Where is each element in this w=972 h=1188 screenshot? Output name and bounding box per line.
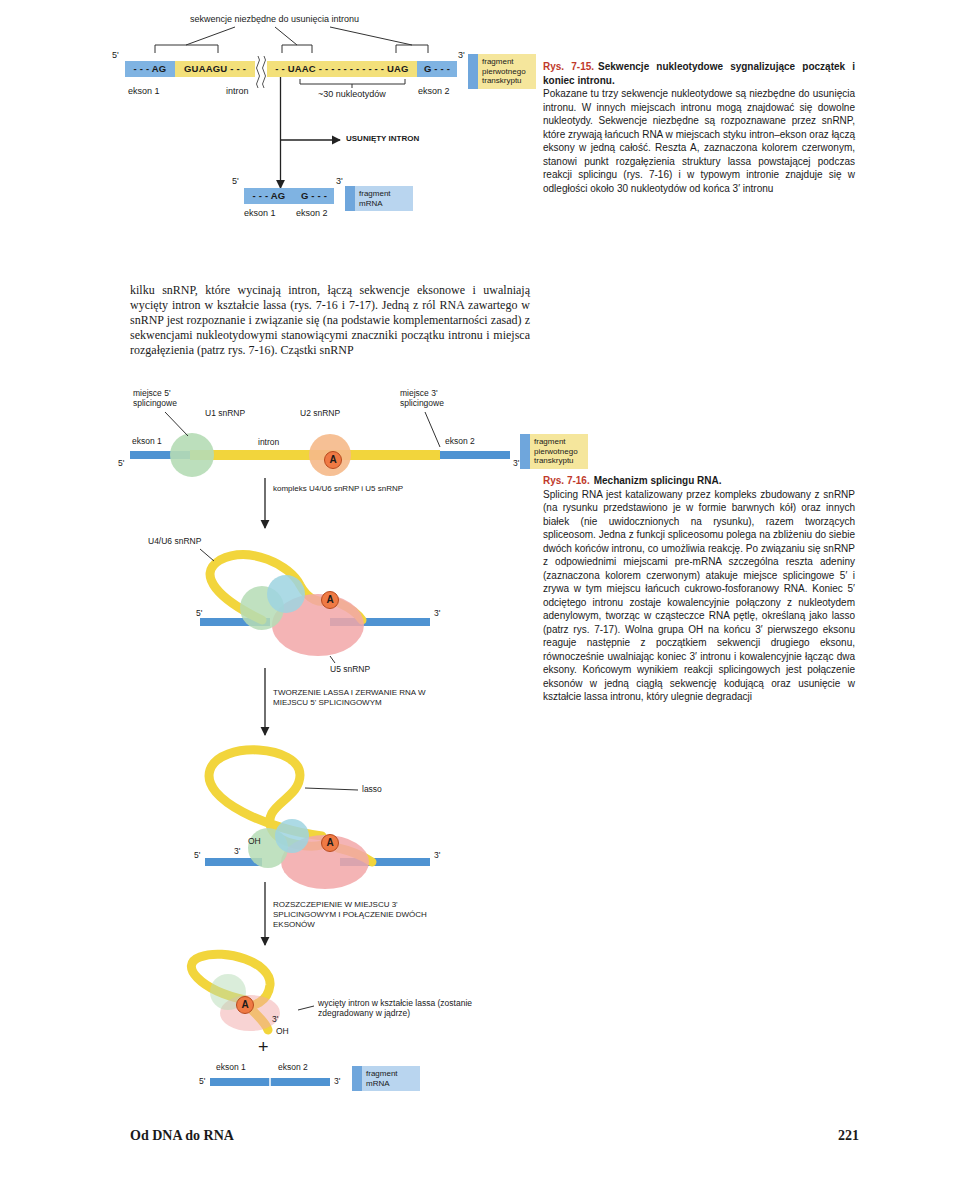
figure-label: 3' [272,1014,278,1024]
node-text: fragment mRNA [366,1069,417,1088]
figure-label: 5' [199,1076,205,1086]
figure-label: ~30 nukleotydów [318,89,386,100]
mrna-tag: fragment mRNA [352,1066,420,1091]
figure-label: U5 snRNP [330,664,370,674]
adenine-circle: A [321,591,339,609]
intron-segment: - - UAAC - - - - - - - - - - - UAG [267,61,417,77]
node-text: GUAAGU - - - [179,61,251,77]
step-arrow [264,668,265,735]
node-text: - - UAAC - - - - - - - - - - - UAG [271,61,413,77]
figure-label: 3' [434,850,440,860]
exon-segment: G - - - [417,61,457,77]
node-text: fragment pierwotnego transkryptu [534,437,585,466]
step-label: ROZSZCZEPIENIE W MIEJSCU 3' SPLICINGOWYM… [273,900,443,930]
figure-label: ekson 2 [296,208,328,219]
figure-caption: Rys. 7-15.Sekwencje nukleotydowe sygnali… [543,60,855,195]
figure-caption: Rys. 7-16. Mechanizm splicingu RNA. Splici… [543,474,855,704]
figure-label: ekson 2 [278,1062,308,1072]
figure-label: lasso [362,784,382,794]
transcript-tag: fragment pierwotnego transkryptu [468,54,536,89]
step-arrow [264,882,265,945]
exon-segment: G - - - [294,188,334,204]
break-mark [257,56,266,88]
figure-label: U1 snRNP [205,408,245,418]
node-text: fragment mRNA [359,189,410,208]
figure-label: miejsce 5' splicingowe [133,388,191,408]
figure-label: OH [276,1026,289,1036]
figure-label: 5' [118,458,124,468]
figure-label: intron [258,437,279,447]
figure-label: ekson 1 [128,86,160,97]
figure-label: USUNIĘTY INTRON [346,134,419,144]
intron-segment: GUAAGU - - - [175,61,255,77]
node-text: fragment pierwotnego transkryptu [482,57,533,86]
figure-label: miejsce 3' splicingowe [400,388,462,408]
figure-title: Mechanizm splicingu RNA. [594,475,722,486]
step-label: kompleks U4/U6 snRNP i U5 snRNP [273,484,433,494]
node-text: G - - - [298,188,330,204]
node-text: A [325,452,341,468]
node-text: A [322,592,338,608]
node-text: A [237,997,253,1013]
figure-label: 5' [196,608,202,618]
figure-label: 5' [232,176,239,187]
figure-label: 3' [234,846,240,856]
figure-label: 3' [513,458,519,468]
adenine-circle: A [321,834,339,852]
figure-label: ekson 1 [244,208,276,219]
figure-label: 3' [458,50,465,61]
figure-label: 5' [112,50,119,61]
removal-arrow [281,139,341,140]
figure-label: 3' [336,176,343,187]
mrna-tag: fragment mRNA [345,186,413,211]
figure-label: 3' [334,1076,340,1086]
figure-number: Rys. 7-15. [543,61,594,72]
page-footer: 221 [838,1128,859,1144]
figure-label: ekson 1 [132,436,162,446]
adenine-circle: A [324,451,342,469]
node-text: - - - AG [129,61,171,77]
figure-label: U2 snRNP [300,408,340,418]
figure-label: ekson 2 [445,436,475,446]
exon-segment: - - - AG [244,188,294,204]
pre-mrna-stage [130,412,510,477]
figure-number: Rys. 7-16. [543,475,590,486]
page-footer: Od DNA do RNA [130,1128,234,1144]
node-text: - - - AG [248,188,290,204]
step-arrow [264,478,265,528]
figure-label: sekwencje niezbędne do usunięcia intronu [190,14,359,25]
body-text: kilku snRNP, które wycinają intron, łącz… [130,283,530,358]
adenine-circle: A [236,996,254,1014]
bracket [155,27,428,88]
node-text: G - - - [421,61,453,77]
figure-label: + [258,1038,269,1056]
released-lasso [191,954,330,1087]
lasso-stage [205,750,430,889]
figure-label: 3' [434,608,440,618]
connector-arrow [280,77,281,188]
node-text: A [322,835,338,851]
caption-text: Pokazane tu trzy sekwencje nukleotydowe … [543,87,855,195]
spliceosome-stage [200,549,430,663]
transcript-tag: fragment pierwotnego transkryptu [520,434,588,469]
figure-label: OH [248,836,261,846]
caption-text: Splicing RNA jest katalizowany przez kom… [543,488,855,704]
figure-label: ekson 1 [216,1062,246,1072]
exon-segment: - - - AG [125,61,175,77]
figure-label: 5' [194,850,200,860]
figure-label: ekson 2 [418,86,450,97]
step-label: TWORZENIE LASSA I ZERWANIE RNA W MIEJSCU… [273,688,438,708]
figure-label: intron [226,86,249,97]
figure-label: U4/U6 snRNP [148,536,201,546]
figure-label: wycięty intron w kształcie lassa (zostan… [318,998,503,1018]
